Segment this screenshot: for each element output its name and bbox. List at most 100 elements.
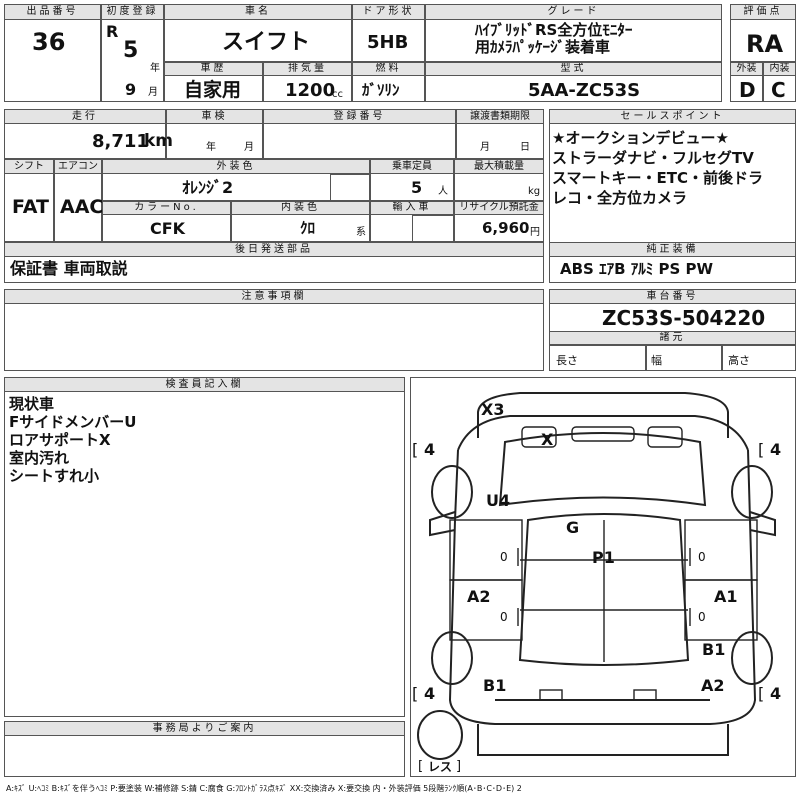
interior-value: C [771, 78, 786, 102]
later-parts-header: 後日発送部品 [4, 242, 544, 257]
import-header: 輸入車 [370, 201, 454, 215]
sales-point-list: ★オークションデビュー★ ストラーダナビ・フルセグTV スマートキー・ETC・前… [552, 128, 763, 208]
score-header: 評価点 [730, 4, 796, 20]
inspector-note: 現状車 [9, 395, 55, 413]
tire-bracket-open: [ [412, 440, 419, 459]
diagram-label-u4: U4 [486, 491, 511, 510]
diagram-label-g: G [566, 518, 580, 537]
inspector-note: シートすれ小 [9, 467, 100, 485]
mileage-header: 走行 [4, 109, 166, 124]
spec-length-label: 長さ [556, 354, 578, 367]
sales-point-header: セールスポイント [549, 109, 796, 124]
equipment-value: ABS ｴｱB ｱﾙﾐ PS PW [560, 260, 714, 278]
equipment-header: 純正装備 [549, 242, 796, 257]
inspection-month: 月 [244, 142, 254, 153]
diagram-label-b1-left: B1 [483, 676, 507, 695]
displacement-value: 1200 [285, 80, 336, 101]
model-header: 型式 [425, 62, 722, 76]
tire-tread-front-left: 4 [424, 440, 436, 459]
color-number-value: CFK [150, 219, 186, 238]
door-zero-l1: 0 [500, 550, 508, 564]
aircon-value: AAC [60, 196, 104, 218]
recycle-unit: 円 [530, 227, 540, 238]
chassis-header: 車台番号 [549, 289, 796, 304]
tire-bracket-open: [ [758, 684, 765, 703]
color-number-header: カラーNo. [102, 201, 231, 215]
interior-header: 内装 [763, 62, 796, 76]
car-name-value: スイフト [222, 30, 311, 55]
spare-bracket-open: [ [418, 759, 424, 774]
tire-bracket-open: [ [758, 440, 765, 459]
grade-header: グレード [425, 4, 722, 20]
spec-height-label: 高さ [728, 354, 750, 367]
capacity-unit: 人 [438, 186, 448, 197]
shift-value: FAT [12, 196, 49, 218]
diagram-label-p1: P1 [592, 548, 615, 567]
history-value: 自家用 [184, 79, 242, 101]
spec-length-cell [549, 345, 646, 371]
interior-color-unit: 系 [356, 227, 366, 238]
year-value: 5 [123, 38, 139, 63]
history-header: 車歴 [164, 62, 263, 76]
month-unit: 月 [148, 87, 158, 98]
tire-tread-rear-left: 4 [424, 684, 436, 703]
tire-tread-front-right: 4 [770, 440, 782, 459]
car-diagram-cell [410, 377, 796, 777]
door-zero-l2: 0 [500, 610, 508, 624]
era-value: R [106, 22, 119, 41]
tire-bracket-open: [ [412, 684, 419, 703]
spec-width-label: 幅 [651, 354, 662, 367]
first-registration-header: 初度登録 [101, 4, 164, 20]
max-load-header: 最大積載量 [454, 159, 544, 174]
tire-tread-rear-right: 4 [770, 684, 782, 703]
recycle-header: リサイクル預託金 [454, 201, 544, 215]
spare-tire-value: レス [428, 760, 453, 774]
registration-number-header: 登録番号 [263, 109, 456, 124]
sales-point-line: ★オークションデビュー★ [552, 129, 729, 147]
exterior-color-subcell [330, 174, 370, 201]
fuel-value: ｶﾞｿﾘﾝ [362, 81, 400, 99]
inspector-note: ロアサポートX [9, 431, 111, 449]
grade-line2: 用ｶﾒﾗﾊﾟｯｹｰｼﾞ装着車 [475, 38, 611, 56]
lot-number-value: 36 [32, 28, 66, 56]
inspector-note: FサイドメンバーU [9, 413, 137, 431]
chassis-value: ZC53S-504220 [602, 306, 766, 330]
door-header: ドア形状 [352, 4, 425, 20]
spec-height-cell [722, 345, 796, 371]
notes-header: 注意事項欄 [4, 289, 544, 304]
capacity-header: 乗車定員 [370, 159, 454, 174]
sales-point-line: レコ・全方位カメラ [552, 189, 688, 207]
score-value: RA [746, 30, 784, 58]
sales-point-line: ストラーダナビ・フルセグTV [552, 149, 754, 167]
inspection-year: 年 [206, 142, 216, 153]
legend: A:ｷｽﾞ U:ﾍｺﾐ B:ｷｽﾞを伴うﾍｺﾐ P:要塗装 W:補修跡 S:錆 … [6, 784, 522, 793]
displacement-unit: cc [332, 89, 343, 100]
car-name-header: 車名 [164, 4, 352, 20]
mileage-unit: km [144, 131, 174, 151]
lot-number-header: 出品番号 [4, 4, 101, 20]
capacity-value: 5 [411, 178, 423, 197]
door-zero-r1: 0 [698, 550, 706, 564]
transfer-day: 日 [520, 142, 530, 153]
year-unit: 年 [150, 63, 160, 74]
import-subcell [412, 215, 454, 242]
grade-line1: ﾊｲﾌﾞﾘｯﾄﾞRS全方位ﾓﾆﾀｰ [475, 21, 633, 39]
inspector-note: 室内汚れ [9, 449, 70, 467]
exterior-value: D [739, 78, 756, 102]
exterior-color-value: ｵﾚﾝｼﾞ2 [182, 178, 234, 197]
door-value: 5HB [367, 32, 409, 53]
model-value: 5AA-ZC53S [528, 80, 641, 101]
transfer-deadline-header: 譲渡書類期限 [456, 109, 544, 124]
door-zero-r2: 0 [698, 610, 706, 624]
mileage-value: 8,711 [92, 131, 149, 152]
transfer-month: 月 [480, 142, 490, 153]
fuel-header: 燃料 [352, 62, 425, 76]
sales-point-line: スマートキー・ETC・前後ドラ [552, 169, 764, 187]
diagram-label-b1-right: B1 [702, 640, 726, 659]
diagram-label-x: X [541, 430, 554, 449]
specs-header: 諸元 [549, 331, 796, 345]
spare-bracket-close: ] [456, 759, 462, 774]
office-header: 事務局よりご案内 [4, 721, 405, 736]
exterior-color-header: 外装色 [102, 159, 370, 174]
displacement-header: 排気量 [263, 62, 352, 76]
